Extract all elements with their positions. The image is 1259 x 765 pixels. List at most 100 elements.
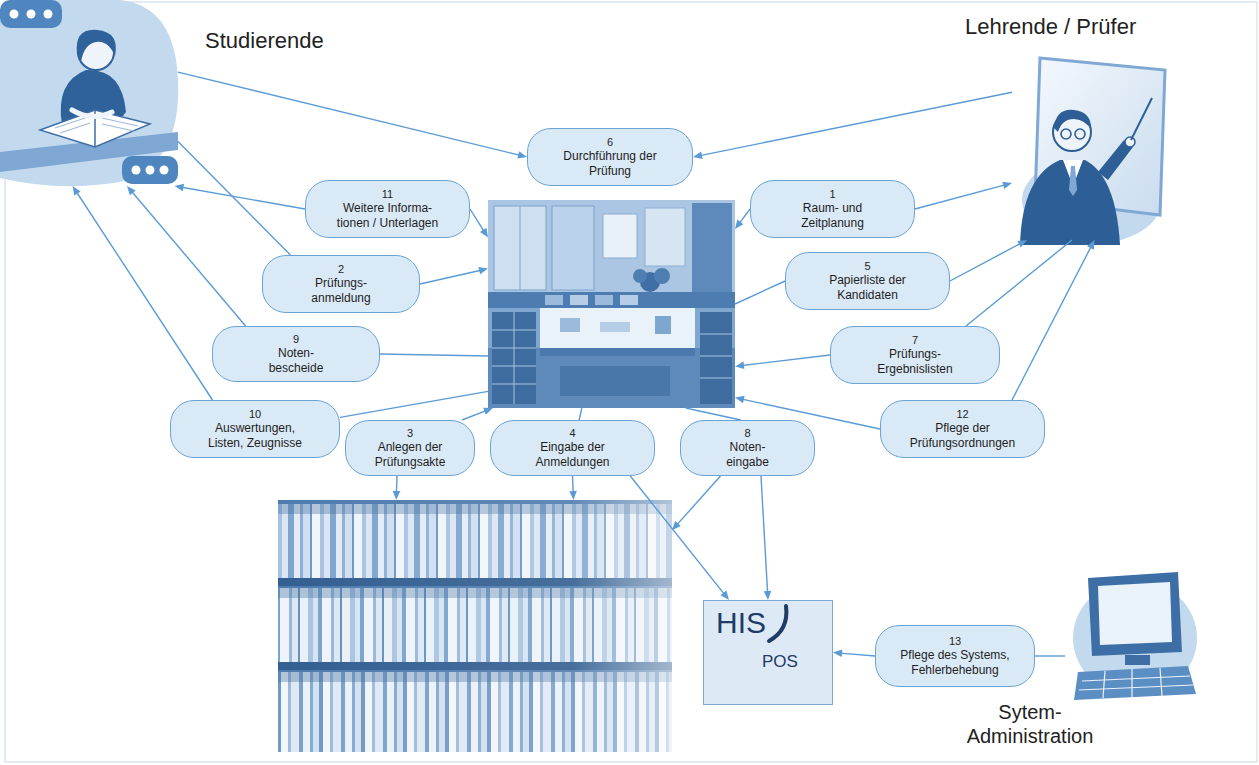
sysadmin-illustration-part — [1125, 655, 1150, 665]
his-logo-art-part — [703, 600, 833, 705]
office-photo-art-part — [488, 200, 735, 408]
arrow-head — [1002, 182, 1012, 189]
arrow-head — [735, 362, 744, 370]
student-illustration-part — [122, 156, 178, 184]
flow-arrow — [1035, 656, 1065, 657]
connector-line — [178, 72, 520, 155]
student-illustration-part — [72, 110, 112, 117]
step-pill: 13Pflege des Systems, Fehlerbehebung — [875, 625, 1035, 687]
office-photo-art-part — [552, 206, 594, 290]
step-label: Weitere Informa- tionen / Unterlagen — [333, 201, 443, 230]
flow-arrow — [833, 650, 875, 658]
connector-line — [742, 355, 830, 366]
step-label: Prüfungs- anmeldung — [296, 276, 386, 305]
arrow-head — [720, 591, 729, 600]
office-area — [488, 200, 735, 408]
office-photo-art-part — [570, 295, 588, 305]
sysadmin-illustration-part — [1074, 666, 1196, 700]
flow-arrow — [127, 186, 246, 326]
flow-arrow — [175, 184, 305, 209]
lecturer-illustration-part — [1069, 166, 1077, 196]
step-number: 2 — [338, 263, 344, 276]
lecturer-illustration-part — [1054, 110, 1091, 132]
step-pill: 6Durchführung der Prüfung — [527, 128, 693, 186]
flow-arrow — [569, 476, 577, 500]
step-number: 8 — [744, 427, 750, 440]
connector-line — [396, 476, 398, 493]
connector-line — [700, 92, 1012, 155]
office-photo-art-part — [692, 203, 732, 295]
system-name: POS — [762, 653, 798, 670]
student-illustration-part — [146, 166, 155, 175]
office-photo-art-part — [560, 366, 670, 396]
page-frame — [5, 2, 1257, 762]
student-illustration-part — [10, 10, 19, 19]
connector-line — [462, 411, 486, 420]
office-photo-art-part — [540, 348, 695, 356]
step-label: Auswertungen, Listen, Zeugnisse — [200, 421, 310, 450]
flow-arrow — [1012, 240, 1095, 400]
role-heading: Sytem- Administration — [955, 700, 1105, 748]
connector-line — [915, 185, 1005, 209]
arrow-head — [175, 184, 185, 192]
archive-photo-art-part — [278, 500, 672, 752]
office-photo-art-part — [700, 378, 732, 379]
lecturer-figure: Lehrende / Prüfer — [1012, 62, 1162, 240]
connector-line — [182, 187, 305, 209]
step-label: Prüfungs- Ergebnislisten — [870, 347, 960, 376]
step-number: 5 — [864, 260, 870, 273]
arrow-head — [127, 186, 136, 195]
student-illustration-part — [55, 117, 88, 128]
step-pill: 5Papierliste der Kandidaten — [785, 252, 950, 310]
flow-arrow — [178, 142, 290, 256]
office-photo-art-part — [560, 318, 580, 332]
flow-arrow — [735, 281, 785, 304]
student-illustration-part — [27, 10, 36, 19]
step-number: 13 — [949, 635, 961, 648]
flow-arrow — [470, 209, 488, 237]
flow-arrow — [579, 408, 582, 420]
step-pill: 2Prüfungs- anmeldung — [262, 255, 420, 313]
step-label: Noten- bescheide — [261, 346, 331, 375]
office-photo-art-part — [700, 334, 732, 335]
file-archive — [278, 500, 672, 752]
sysadmin-illustration-part — [1088, 572, 1182, 656]
lecturer-illustration-part — [1125, 137, 1135, 147]
arrow-head — [480, 228, 488, 238]
arrow-head — [735, 220, 743, 230]
step-number: 1 — [829, 188, 835, 201]
flow-arrow — [735, 209, 750, 229]
connector-line — [77, 192, 213, 400]
step-number: 3 — [407, 427, 413, 440]
step-label: Anlegen der Prüfungsakte — [363, 440, 458, 469]
office-photo-art-part — [494, 206, 546, 290]
step-pill: 1Raum- und Zeitplanung — [750, 180, 915, 238]
connector-line — [630, 476, 724, 594]
flow-arrow — [340, 391, 488, 417]
office-photo-art-part — [700, 312, 732, 404]
step-label: Durchführung der Prüfung — [555, 149, 665, 178]
sysadmin-illustration — [1073, 572, 1197, 700]
flow-arrow — [686, 408, 741, 420]
flow-arrow — [462, 408, 493, 420]
office-photo-art-part — [603, 214, 637, 258]
arrow-head — [672, 521, 681, 530]
office-photo-art-part — [620, 295, 638, 305]
student-illustration-part — [44, 10, 53, 19]
connector-line — [132, 192, 246, 327]
student-illustration-part — [60, 123, 90, 133]
lecturer-illustration — [1020, 58, 1165, 245]
lecturer-illustration-part — [1075, 129, 1085, 139]
connector-line — [1012, 246, 1091, 400]
step-label: Eingabe der Anmeldungen — [525, 440, 620, 469]
flow-arrow — [735, 355, 830, 369]
lecturer-illustration-part — [1061, 129, 1071, 139]
step-pill: 8Noten- eingabe — [680, 420, 815, 476]
arrow-head — [517, 151, 527, 158]
archive-photo-art — [278, 500, 672, 752]
office-photo-art-part — [492, 312, 536, 404]
his-pos-system: HISPOS — [703, 600, 833, 705]
step-number: 7 — [912, 334, 918, 347]
